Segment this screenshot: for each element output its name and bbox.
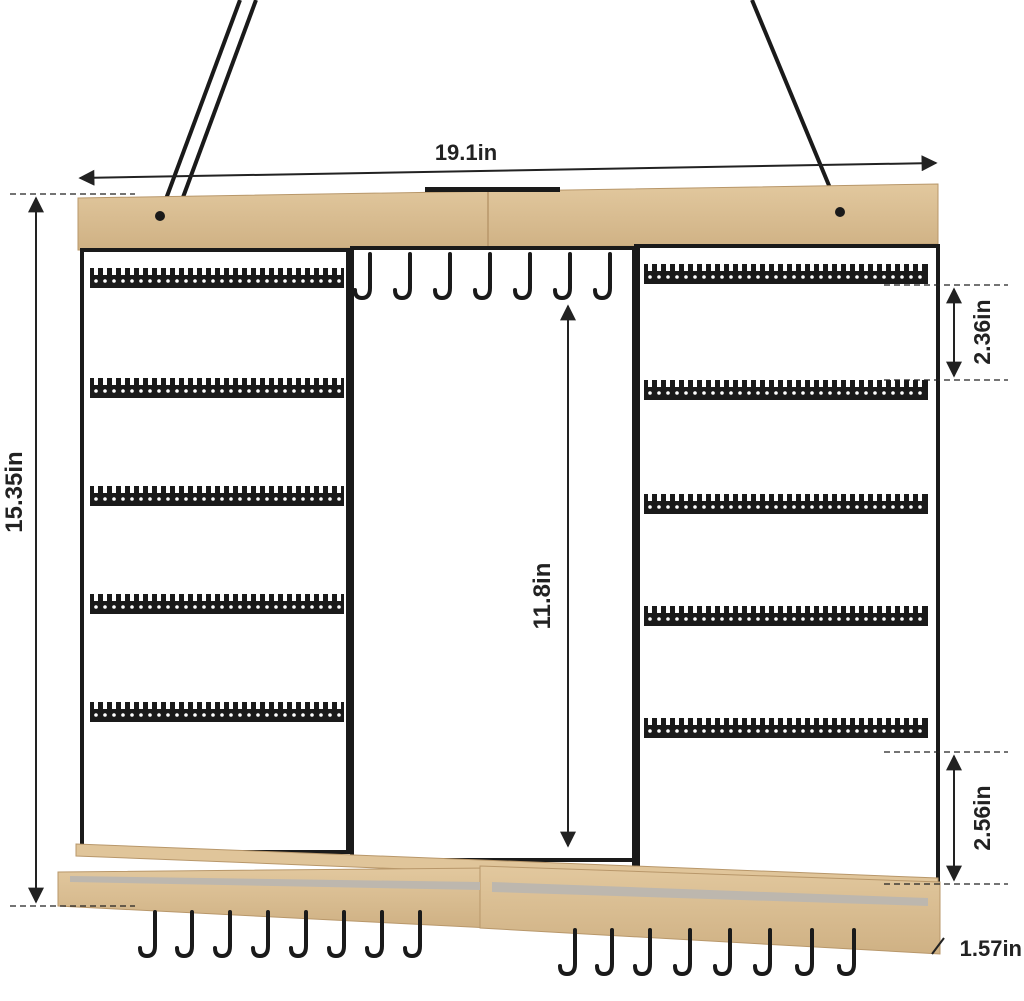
hook-icon: [553, 252, 572, 301]
width-dimension-line: 19.1in: [78, 140, 938, 186]
top-wood-bar: [77, 183, 939, 251]
hanging-rope: [158, 0, 842, 216]
hook-icon: [213, 910, 232, 959]
hook-icon: [365, 910, 384, 959]
earring-rail: [90, 485, 344, 506]
row-spacing-dimension-line: 2.36in: [884, 284, 1008, 381]
row-spacing-label: 2.36in: [969, 299, 995, 364]
hook-icon: [513, 252, 532, 301]
hook-icon: [795, 928, 814, 977]
hook-icon: [473, 252, 492, 301]
inner-height-label: 11.8in: [529, 563, 556, 630]
hook-icon: [593, 252, 612, 301]
hook-icon: [633, 928, 652, 977]
hook-icon: [353, 252, 372, 301]
hook-icon: [713, 928, 732, 977]
hook-icon: [753, 928, 772, 977]
total-width-label: 19.1in: [435, 140, 497, 165]
earring-rail: [90, 377, 344, 398]
hook-icon: [403, 910, 422, 959]
inner-height-dimension-line: 11.8in: [529, 304, 576, 848]
bottom-wood-shelf: [57, 843, 941, 977]
hook-icon: [595, 928, 614, 977]
total-height-label: 15.35in: [1, 451, 28, 532]
earring-rail: [644, 263, 928, 284]
hook-icon: [558, 928, 577, 977]
earring-rail: [90, 593, 344, 614]
shelf-depth-dimension: 1.57in: [931, 936, 1022, 961]
earring-rail: [90, 701, 344, 722]
earring-rail: [90, 267, 344, 288]
hook-icon: [393, 252, 412, 301]
earring-rail: [644, 379, 928, 400]
hook-icon: [673, 928, 692, 977]
bottom-gap-label: 2.56in: [969, 785, 995, 850]
left-earring-panel: [80, 248, 354, 854]
hook-icon: [837, 928, 856, 977]
bottom-gap-dimension-line: 2.56in: [884, 751, 1008, 885]
middle-necklace-frame: [350, 246, 636, 862]
hook-icon: [251, 910, 270, 959]
hook-icon: [289, 910, 308, 959]
height-dimension-line: 15.35in: [1, 193, 135, 907]
right-earring-panel: [632, 244, 940, 882]
hook-icon: [175, 910, 194, 959]
hook-icon: [433, 252, 452, 301]
shelf-depth-label: 1.57in: [960, 936, 1022, 961]
hook-icon: [138, 910, 157, 959]
earring-rail: [644, 493, 928, 514]
earring-rail: [644, 605, 928, 626]
hook-icon: [327, 910, 346, 959]
earring-rail: [644, 717, 928, 738]
